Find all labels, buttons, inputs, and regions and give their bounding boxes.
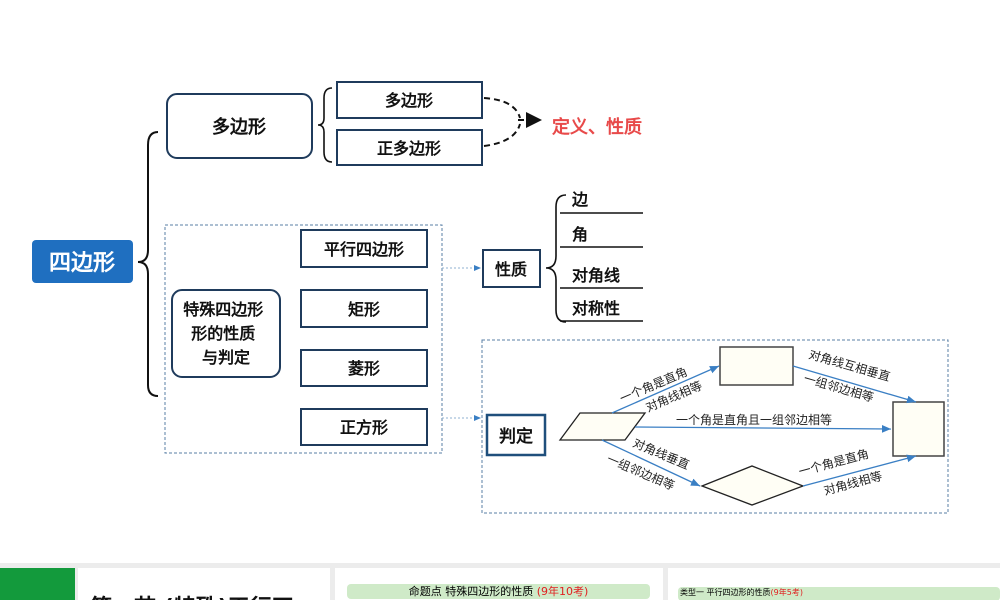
shape-square: 正方形 xyxy=(340,418,388,437)
property-label: 性质 xyxy=(495,260,527,279)
shape-rectangle: 矩形 xyxy=(348,300,380,319)
thumbnail-3[interactable]: 类型一 平行四边形的性质(9年5考) xyxy=(668,568,1000,600)
svg-text:对称性: 对称性 xyxy=(572,299,620,318)
svg-text:边: 边 xyxy=(571,190,589,209)
judgement-node xyxy=(485,413,547,457)
regular-polygon-label: 正多边形 xyxy=(377,139,441,158)
shape-parallelogram: 平行四边形 xyxy=(324,240,404,259)
definition-property-label: 定义、性质 xyxy=(552,116,642,138)
special-group xyxy=(164,224,443,454)
thumbnail-accent xyxy=(0,568,75,600)
special-label: 特殊四边形 形的性质 与判定 xyxy=(183,300,269,367)
mind-map: 四边形 多边形 多边形 正多边形 定义、性质 特殊四边形 形的性质 与判定 平行… xyxy=(32,81,949,514)
special-node xyxy=(171,289,281,378)
rectangle-shape xyxy=(719,346,794,386)
thumbnail-2[interactable]: 命题点 特殊四边形的性质 (9年10考) xyxy=(335,568,663,600)
judgement-arrows xyxy=(601,365,917,487)
dashed-connector xyxy=(483,97,540,147)
thumbnail-1-title: 第一节 (特殊)平行四 xyxy=(90,590,294,600)
svg-text:角: 角 xyxy=(572,225,588,244)
thumbnail-1[interactable]: 第一节 (特殊)平行四 xyxy=(78,568,330,600)
property-items: 边 角 对角线 对称性 xyxy=(560,190,643,322)
thumbnail-2-chip: 命题点 特殊四边形的性质 (9年10考) xyxy=(347,584,650,599)
property-node xyxy=(482,249,541,288)
property-brace xyxy=(545,194,567,323)
judgement-label: 判定 xyxy=(499,426,533,447)
polygon-child-label: 多边形 xyxy=(385,91,433,110)
polygon-label: 多边形 xyxy=(212,116,266,138)
root-node xyxy=(32,240,133,283)
root-brace xyxy=(137,131,159,397)
polygon-child xyxy=(336,81,483,119)
shape-list: 平行四边形 矩形 菱形 正方形 xyxy=(300,229,428,446)
svg-text:对角线: 对角线 xyxy=(572,266,620,285)
polygon-node xyxy=(166,93,313,159)
svg-text:一个角是直角且一组邻边相等: 一个角是直角且一组邻边相等 xyxy=(676,413,832,427)
shape-rhombus: 菱形 xyxy=(348,359,380,378)
square-shape xyxy=(892,401,945,457)
polygon-brace xyxy=(317,87,333,163)
root-label: 四边形 xyxy=(49,251,115,276)
thumbnail-3-chip: 类型一 平行四边形的性质(9年5考) xyxy=(678,587,1000,600)
regular-polygon-child xyxy=(336,129,483,166)
